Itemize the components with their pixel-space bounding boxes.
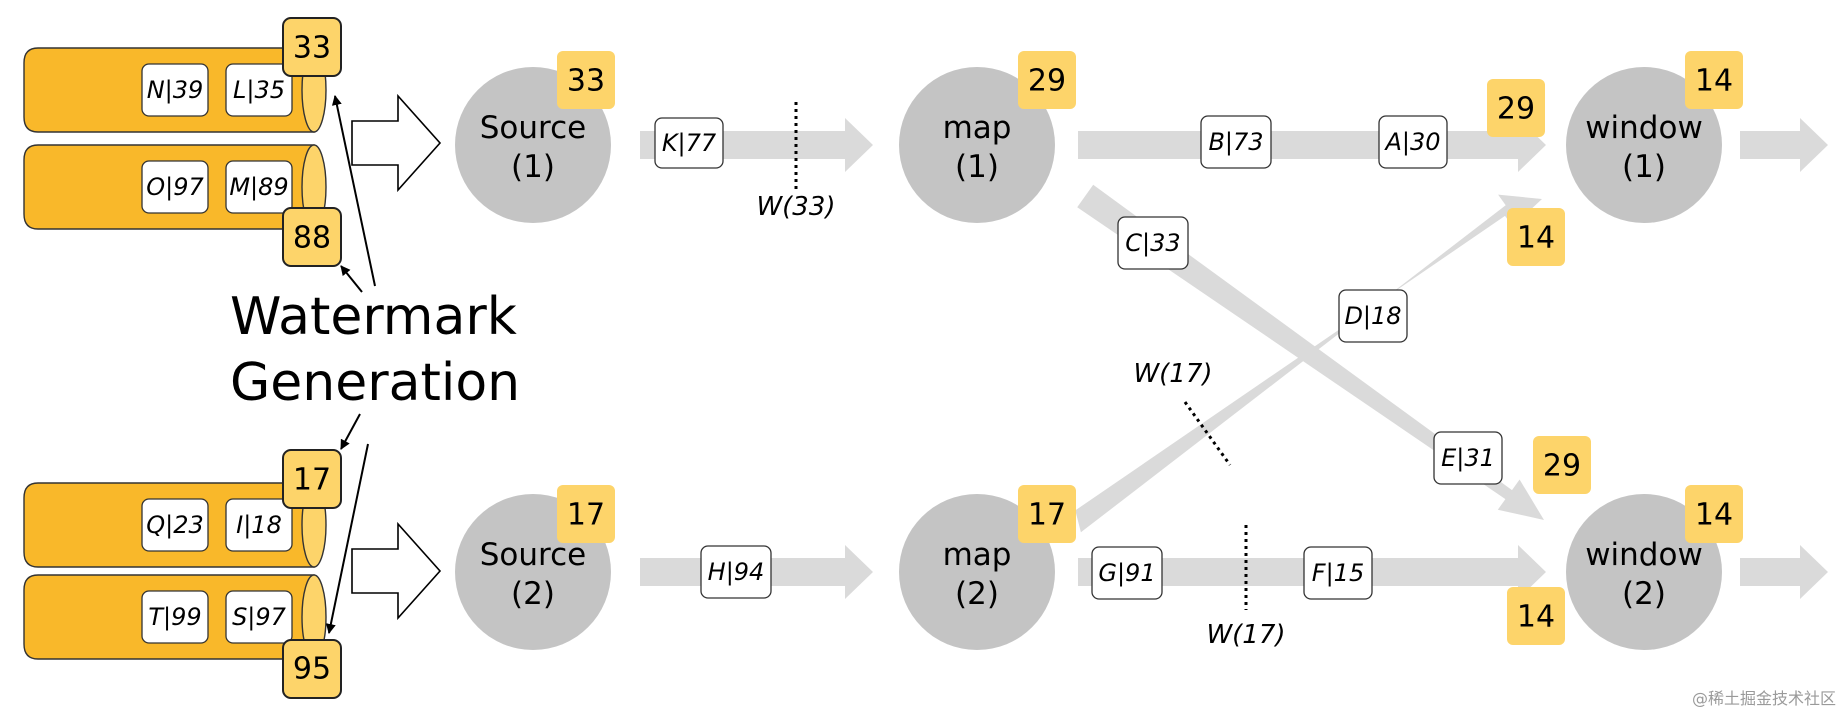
svg-text:E|31: E|31 [1441,444,1495,472]
event-label: Q|23 [146,511,204,539]
svg-text:(1): (1) [1622,149,1666,185]
svg-text:14: 14 [1695,498,1733,533]
stream-watermark: W(17) [1133,359,1232,466]
stream-event: D|18 [1338,289,1408,343]
channel-watermark: 14 [1507,587,1565,645]
operator-watermark: 17 [1018,485,1076,543]
svg-text:K|77: K|77 [662,129,717,157]
svg-text:(2): (2) [1622,576,1666,612]
svg-text:window: window [1585,537,1703,573]
stream-arrow-window1-out [1740,118,1828,172]
operator-map-2: map (2) [899,494,1055,650]
svg-text:17: 17 [567,498,605,533]
event-box [225,63,293,117]
event-label: L|35 [233,76,285,104]
operator-watermark: 33 [557,51,615,109]
event-label: T|99 [148,603,201,631]
operator-watermark: 17 [557,485,615,543]
svg-text:(2): (2) [511,576,555,612]
svg-text:14: 14 [1517,221,1555,256]
channel-watermark: 14 [1507,208,1565,266]
svg-text:W(17): W(17) [1206,620,1285,650]
stream-arrow-window2-out [1740,545,1828,599]
svg-text:29: 29 [1497,92,1535,127]
svg-text:(1): (1) [511,149,555,185]
svg-text:17: 17 [1028,498,1066,533]
stream-event: G|91 [1091,546,1163,600]
title-line-1: Watermark [230,287,517,347]
svg-text:95: 95 [293,652,331,687]
partition-watermark: 88 [282,207,342,267]
partition: Q|23 I|18 [23,482,327,568]
stream-arrow-map1-window1 [1078,118,1546,172]
partition-watermark: 17 [282,449,342,509]
svg-text:D|18: D|18 [1344,302,1401,330]
event-label: O|97 [146,173,204,201]
svg-text:17: 17 [293,463,331,498]
operator-map-1: map (1) [899,67,1055,223]
svg-text:B|73: B|73 [1208,128,1263,156]
partition-watermark: 95 [282,639,342,699]
partition: O|97 M|89 [23,144,327,230]
stream-event: F|15 [1303,546,1373,600]
partition: T|99 S|97 [23,574,327,660]
partition-watermark: 33 [282,17,342,77]
event-label: M|89 [229,173,288,201]
operator-watermark: 29 [1018,51,1076,109]
stream-event: K|77 [654,117,724,169]
event-label: I|18 [236,511,282,539]
svg-text:29: 29 [1543,449,1581,484]
svg-text:(2): (2) [955,576,999,612]
event-box [225,498,293,552]
svg-text:14: 14 [1695,64,1733,99]
svg-text:14: 14 [1517,600,1555,635]
svg-text:33: 33 [293,31,331,66]
svg-text:G|91: G|91 [1098,559,1155,587]
stream-event: E|31 [1433,431,1503,485]
svg-text:88: 88 [293,221,331,256]
operator-watermark: 14 [1685,485,1743,543]
svg-text:H|94: H|94 [708,558,765,586]
stream-event: A|30 [1378,115,1448,169]
stream-watermark: W(17) [1206,525,1286,650]
stream-watermark: W(33) [756,102,836,222]
event-box [141,498,209,552]
pointer-arrows [325,95,376,634]
svg-text:C|33: C|33 [1125,229,1180,257]
operator-window-2: window (2) [1566,494,1722,650]
event-box [225,160,293,214]
operator-window-1: window (1) [1566,67,1722,223]
svg-text:F|15: F|15 [1312,559,1364,587]
svg-text:W(33): W(33) [756,192,835,222]
svg-text:(1): (1) [955,149,999,185]
partition: N|39 L|35 [23,47,327,133]
svg-text:A|30: A|30 [1383,128,1440,156]
svg-text:33: 33 [567,64,605,99]
input-arrow-top [351,93,442,193]
event-label: S|97 [232,603,287,631]
svg-text:map: map [943,110,1012,146]
svg-text:29: 29 [1028,64,1066,99]
event-box [141,590,209,644]
input-arrow-bottom [351,521,442,621]
stream-event: B|73 [1200,115,1272,169]
svg-text:map: map [943,537,1012,573]
footer-watermark: @稀土掘金技术社区 [1692,689,1836,708]
event-label: N|39 [147,76,204,104]
event-box [225,590,293,644]
operator-watermark: 14 [1685,51,1743,109]
stream-event: H|94 [700,545,772,599]
stream-event: C|33 [1117,216,1189,270]
channel-watermark: 29 [1533,436,1591,494]
svg-text:window: window [1585,110,1703,146]
event-box [141,160,209,214]
svg-text:W(17): W(17) [1133,359,1212,389]
stream-arrow-map2-window1 [1075,194,1542,533]
channel-watermark: 29 [1487,79,1545,137]
event-box [141,63,209,117]
title-line-2: Generation [230,353,520,413]
svg-text:Source: Source [480,110,586,146]
